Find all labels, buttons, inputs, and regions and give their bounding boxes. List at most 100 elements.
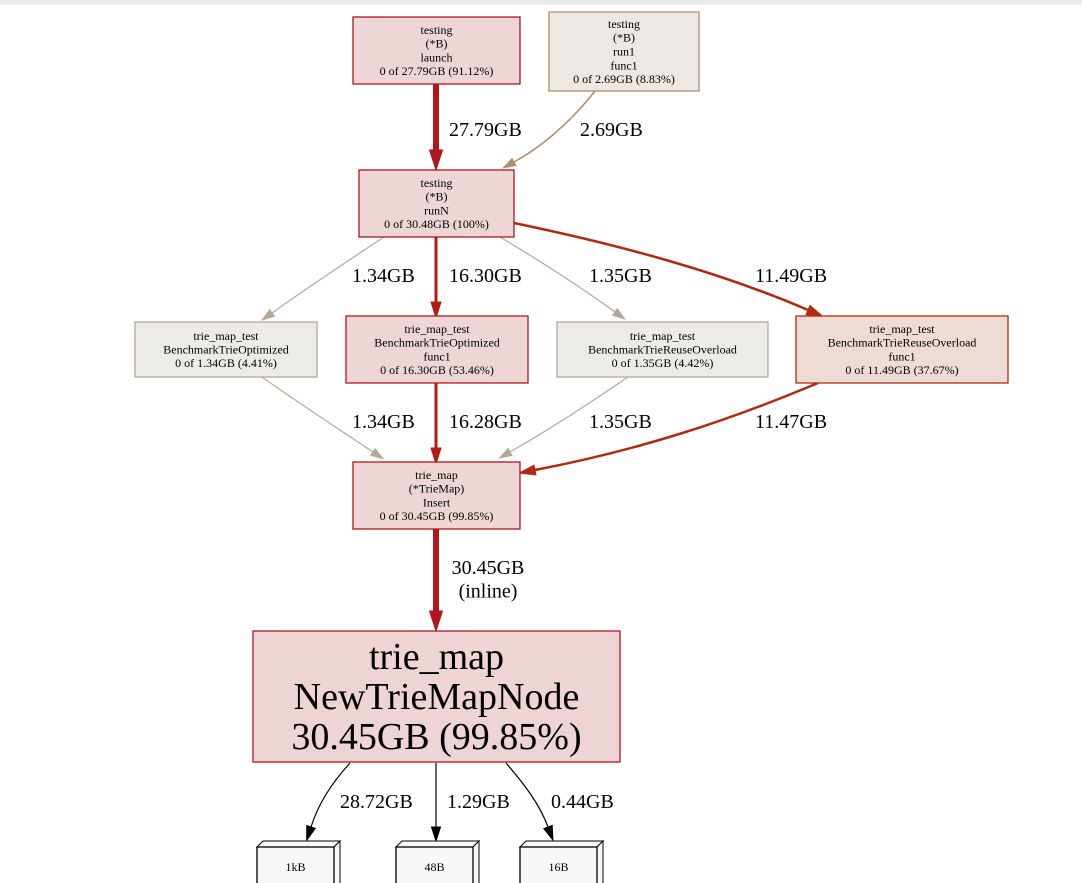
node-alloc-16b[interactable]: 16B (518, 839, 605, 883)
node-label-line: Insert (423, 495, 451, 509)
edge-label: 1.35GB (589, 411, 652, 433)
node-label-line: 0 of 2.69GB (8.83%) (573, 72, 675, 86)
box-top-face (255, 840, 342, 848)
node-label-line: BenchmarkTrieReuseOverload (588, 342, 737, 356)
edge-arrowhead (428, 149, 444, 172)
edge-line (509, 376, 629, 453)
edge-runN-to-optimized-func1[interactable]: 16.30GB (430, 237, 522, 320)
node-label-line: trie_map_test (630, 329, 696, 343)
node-label-line: NewTrieMapNode (294, 676, 580, 718)
edge-label: 16.30GB (449, 265, 522, 287)
box-side-face (333, 839, 341, 883)
node-label-line: trie_map_test (193, 329, 259, 343)
edge-new-to-48b[interactable]: 1.29GB (430, 763, 510, 843)
edge-label: 2.69GB (580, 119, 643, 141)
edge-label-line: 2.69GB (580, 119, 643, 141)
edge-arrowhead (502, 157, 517, 169)
node-box (395, 846, 474, 883)
node-alloc-1kb[interactable]: 1kB (255, 839, 342, 883)
edge-insert-to-new-trie-map-node[interactable]: 30.45GB(inline) (428, 529, 525, 633)
edge-label-line: 16.28GB (449, 411, 522, 433)
node-label-line: 0 of 1.35GB (4.42%) (612, 356, 714, 370)
node-label-line: (*TrieMap) (409, 482, 465, 496)
node-box (252, 630, 621, 763)
edge-runN-to-reuse-overload-func1[interactable]: 11.49GB (513, 221, 827, 317)
edge-label-line: 1.34GB (352, 411, 415, 433)
edge-label: 1.34GB (352, 411, 415, 433)
node-label-line: (*B) (426, 37, 448, 51)
node-label-line: launch (421, 50, 453, 64)
node-box (352, 461, 521, 530)
edge-label: 28.72GB (340, 791, 413, 813)
node-label-line: 30.45GB (99.85%) (291, 716, 581, 758)
edge-runN-to-reuse-overload[interactable]: 1.35GB (499, 236, 652, 321)
edge-line (513, 221, 809, 312)
edge-arrowhead (542, 824, 554, 842)
node-label-line: func1 (610, 58, 637, 72)
edge-optimized-to-insert[interactable]: 1.34GB (261, 376, 415, 460)
edge-new-to-1kb[interactable]: 28.72GB (306, 762, 413, 842)
node-label-line: run1 (613, 44, 635, 58)
edge-arrowhead (430, 301, 442, 320)
edge-label: 1.29GB (447, 791, 510, 813)
edge-label-line: 30.45GB (452, 557, 525, 579)
edge-new-to-16b[interactable]: 0.44GB (505, 762, 614, 842)
node-box (352, 16, 521, 85)
edge-optimized-func1-to-insert[interactable]: 16.28GB (430, 383, 522, 466)
node-label-line: 0 of 11.49GB (37.67%) (845, 363, 958, 377)
edge-line (271, 236, 385, 314)
edge-label-line: 28.72GB (340, 791, 413, 813)
edge-arrowhead (369, 447, 385, 460)
node-label-line: trie_map (415, 468, 458, 482)
edge-runN-to-optimized[interactable]: 1.34GB (260, 236, 415, 321)
edge-launch-to-runN[interactable]: 27.79GB (428, 84, 522, 172)
node-label-line: 0 of 30.48GB (100%) (384, 217, 489, 231)
edge-reuse-overload-func1-to-insert[interactable]: 11.47GB (517, 381, 827, 476)
node-alloc-48b[interactable]: 48B (394, 839, 481, 883)
node-label-line: 48B (424, 860, 444, 874)
box-top-face (518, 840, 605, 848)
edge-arrowhead (306, 824, 317, 842)
edge-run1-to-runN[interactable]: 2.69GB (502, 90, 643, 169)
node-label-line: runN (424, 203, 449, 217)
node-label-line: trie_map_test (404, 322, 470, 336)
node-label-line: trie_map_test (869, 322, 935, 336)
edge-line (310, 762, 351, 828)
node-label-line: BenchmarkTrieReuseOverload (828, 336, 977, 350)
edge-label: 1.35GB (589, 265, 652, 287)
edge-arrowhead (611, 307, 626, 321)
node-label-line: 0 of 16.30GB (53.46%) (380, 363, 494, 377)
node-label-line: testing (421, 23, 453, 37)
node-box (358, 169, 515, 238)
node-box (556, 321, 769, 378)
edge-label: 16.28GB (449, 411, 522, 433)
edge-label: 1.34GB (352, 265, 415, 287)
edge-arrowhead (517, 464, 537, 476)
edge-label: 11.47GB (755, 411, 827, 433)
node-label-line: BenchmarkTrieOptimized (374, 336, 500, 350)
box-side-face (472, 839, 480, 883)
node-label-line: (*B) (426, 190, 448, 204)
node-label-line: func1 (423, 349, 450, 363)
edge-arrowhead (430, 447, 442, 466)
edge-reuse-overload-to-insert[interactable]: 1.35GB (498, 376, 652, 459)
node-label: 1kB (285, 860, 305, 874)
node-label-line: func1 (888, 349, 915, 363)
node-label-line: (*B) (613, 31, 635, 45)
